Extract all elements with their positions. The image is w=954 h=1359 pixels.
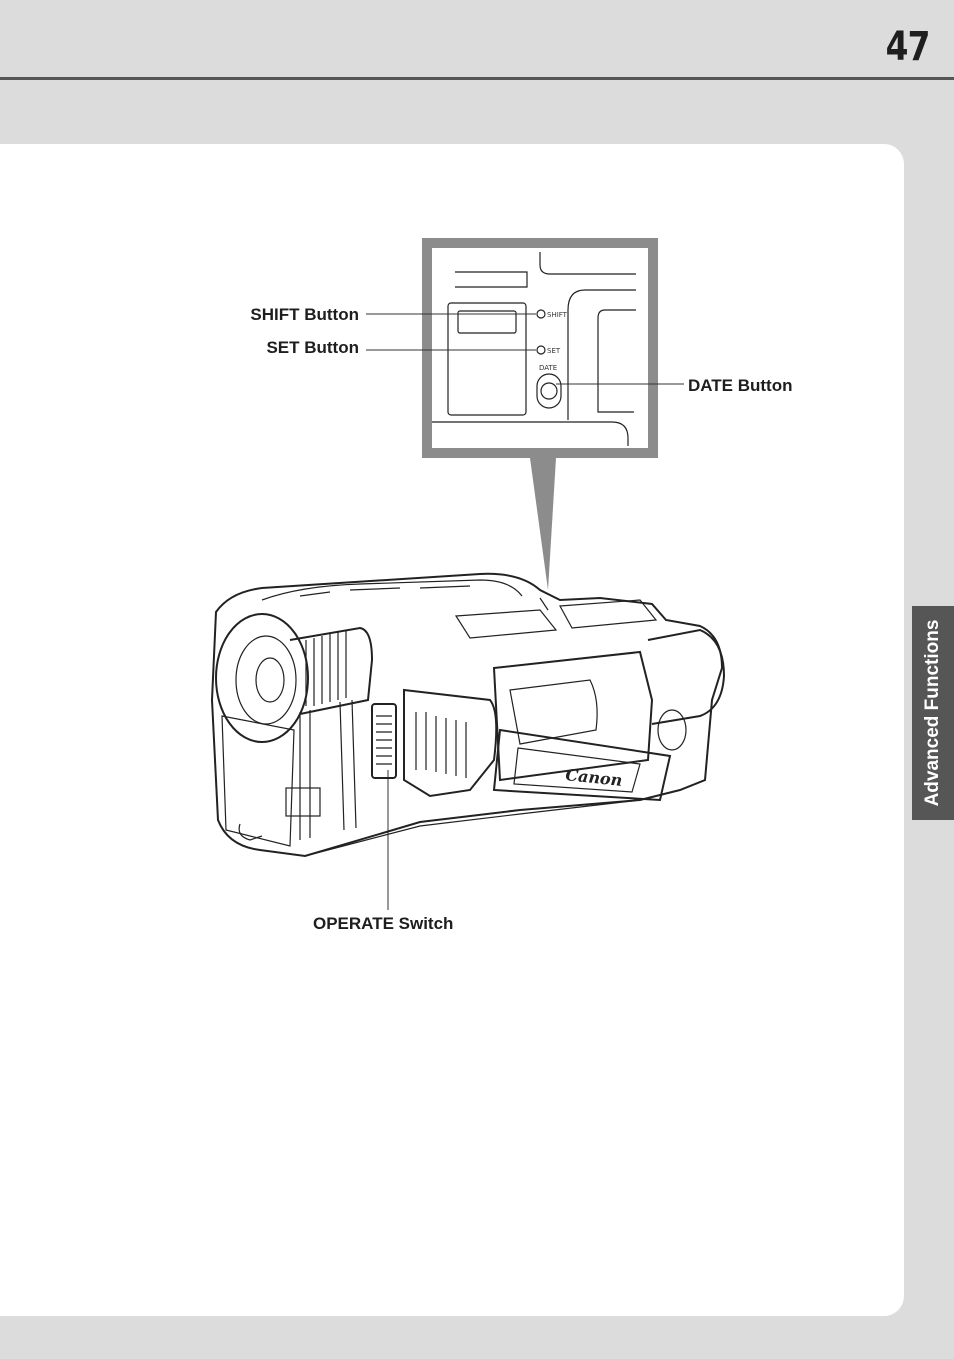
set-button-label: SET Button <box>266 338 359 357</box>
operate-switch <box>371 703 397 779</box>
date-button-label: DATE Button <box>688 376 793 395</box>
date-button-icon <box>536 373 562 409</box>
section-tab: Advanced Functions <box>912 606 954 820</box>
page-number: 47 <box>885 24 931 70</box>
panel-label-set: SET <box>547 347 561 355</box>
shift-button-icon <box>536 309 546 319</box>
operate-switch-label: OPERATE Switch <box>313 914 453 933</box>
panel-label-shift: SHIFT <box>547 311 568 319</box>
brand-logo: Canon <box>565 765 624 790</box>
header-rule <box>0 77 954 80</box>
panel-label-date: DATE <box>539 364 557 372</box>
camcorder-drawing: Canon <box>210 572 726 858</box>
zoom-inset: SHIFT SET DATE <box>422 238 658 590</box>
set-button-icon <box>536 345 546 355</box>
shift-button-label: SHIFT Button <box>250 305 359 324</box>
